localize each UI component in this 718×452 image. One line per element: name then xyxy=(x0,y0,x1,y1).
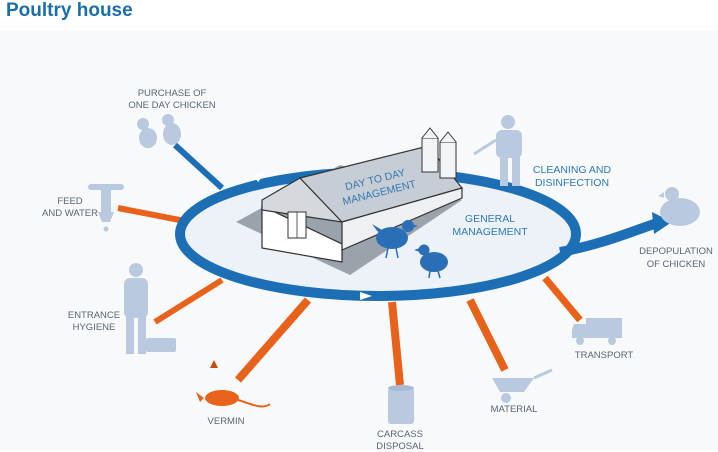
depopulation-arrow xyxy=(559,217,662,257)
cleaning-person-icon xyxy=(473,115,522,186)
chicken-icon xyxy=(372,220,418,259)
purchase-label-2: ONE DAY CHICKEN xyxy=(128,100,215,111)
purchase-arrow xyxy=(172,142,225,191)
transport-arrow xyxy=(542,275,583,323)
bin-icon xyxy=(388,385,414,424)
rat-icon xyxy=(196,390,271,408)
general-management-label-1: GENERAL xyxy=(465,213,515,225)
vermin-arrow xyxy=(234,297,312,383)
depopulation-arrowhead xyxy=(652,212,672,234)
wheelbarrow-icon xyxy=(492,368,553,403)
cleaning-label-1: CLEANING AND xyxy=(533,164,612,176)
ring-arrowhead xyxy=(360,292,372,300)
feeder-icon xyxy=(88,184,124,232)
page-title: Poultry house xyxy=(6,0,133,21)
carcass-label-2: DISPOSAL xyxy=(376,441,424,452)
general-management-label-2: MANAGEMENT xyxy=(452,226,528,238)
incoming-arrows xyxy=(117,205,583,386)
transport-label: TRANSPORT xyxy=(575,350,634,361)
entrance-label-2: HYGIENE xyxy=(73,322,116,333)
feed-label-2: AND WATER xyxy=(42,208,98,219)
entrance-label-1: ENTRANCE xyxy=(68,310,120,321)
entrance-arrow xyxy=(153,277,224,325)
material-label: MATERIAL xyxy=(491,404,538,415)
feed-label-1: FEED xyxy=(57,196,82,207)
material-arrow xyxy=(466,298,509,372)
truck-icon xyxy=(572,318,622,345)
carcass-arrow xyxy=(388,301,404,386)
carcass-label-1: CARCASS xyxy=(377,429,423,440)
feed-arrow xyxy=(117,205,191,225)
arrow-chevron xyxy=(210,360,218,368)
depopulation-label-2: OF CHICKEN xyxy=(647,259,706,270)
poultry-house xyxy=(261,127,464,263)
depopulation-label-1: DEPOPULATION xyxy=(639,246,713,257)
chick-icon xyxy=(137,114,181,148)
hen-icon xyxy=(658,187,700,226)
vermin-label: VERMIN xyxy=(208,416,245,427)
ring-arrowhead xyxy=(254,172,266,182)
chicken-icon xyxy=(414,244,448,279)
purchase-label-1: PURCHASE OF xyxy=(138,88,207,99)
person-icon xyxy=(124,263,176,354)
cleaning-label-2: DISINFECTION xyxy=(535,177,609,189)
